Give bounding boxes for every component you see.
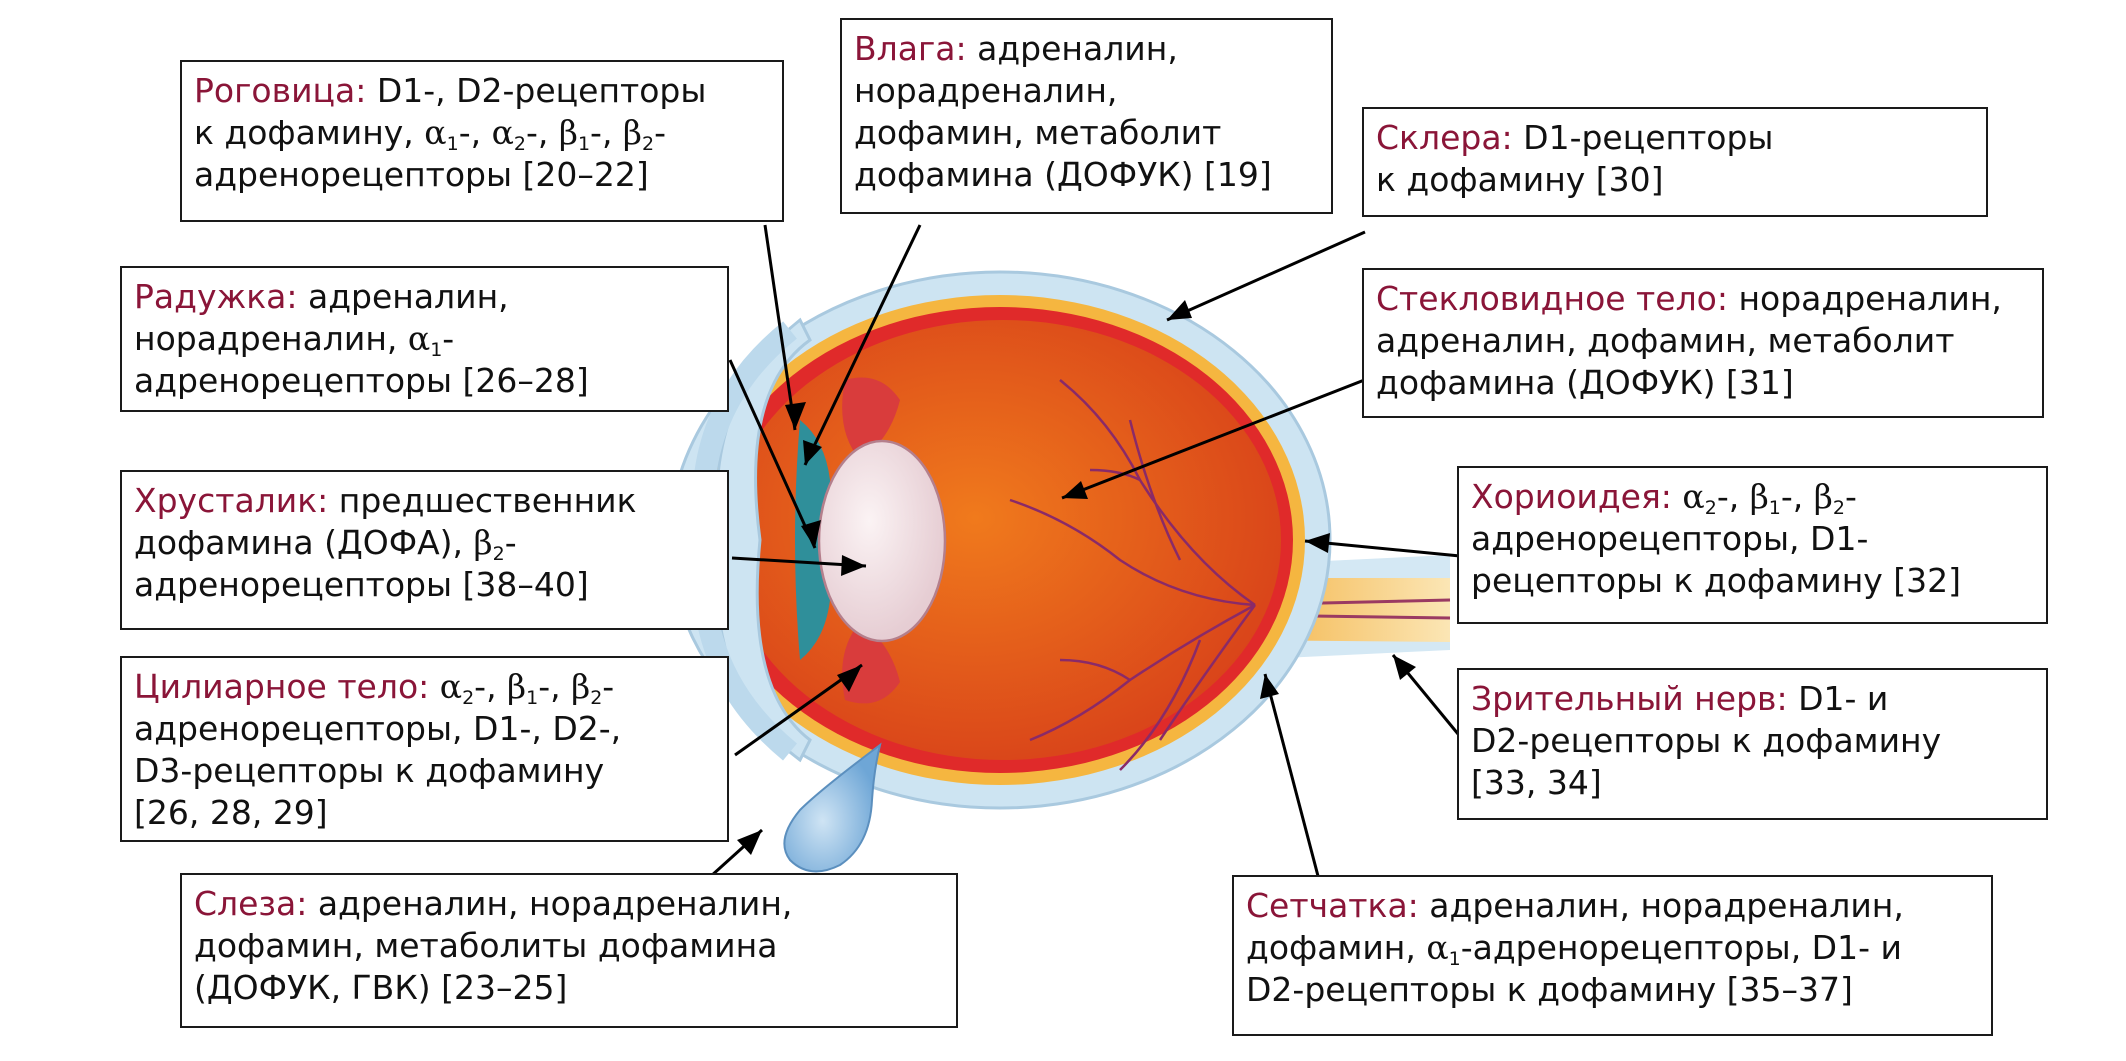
label-ciliary-body: Цилиарное тело: α2-, β1-, β2- адренореце… [120, 656, 729, 842]
label-cornea: Роговица: D1-, D2-рецепторы к дофамину, … [180, 60, 784, 222]
sclera-pointer [1166, 230, 1366, 322]
iris-pointer [728, 359, 817, 549]
label-vitreous-body: Стекловидное тело: норадреналин, адренал… [1362, 268, 2044, 418]
label-optic-nerve: Зрительный нерв: D1- и D2-рецепторы к до… [1457, 668, 2048, 820]
vitreous-pointer [1061, 368, 1391, 500]
humor-pointer [803, 224, 922, 466]
retina-pointer [1263, 673, 1320, 877]
pointer-arrows [688, 224, 1465, 897]
label-lens: Хрусталик: предшественник дофамина (ДОФА… [120, 470, 729, 630]
label-aqueous-humor: Влага: адреналин, норадреналин, дофамин,… [840, 18, 1333, 214]
ciliary-body-upper [842, 377, 900, 460]
lens-shape [817, 439, 947, 643]
cornea-pointer [763, 224, 797, 431]
label-iris: Радужка: адреналин, норадреналин, α1- ад… [120, 266, 729, 412]
label-choroid: Хориоидея: α2-, β1-, β2- адренорецепторы… [1457, 466, 2048, 624]
label-sclera: Склера: D1-рецепторы к дофамину [30] [1362, 107, 1988, 217]
ciliary-body-lower [842, 622, 900, 704]
retinal-vessels [1009, 379, 1257, 771]
tear-drop [783, 742, 882, 873]
label-retina: Сетчатка: адреналин, норадреналин, дофам… [1232, 875, 1993, 1036]
label-tear: Слеза: адреналин, норадреналин, дофамин,… [180, 873, 958, 1028]
choroid-pointer [1304, 539, 1461, 558]
arrowheads [737, 300, 1416, 855]
